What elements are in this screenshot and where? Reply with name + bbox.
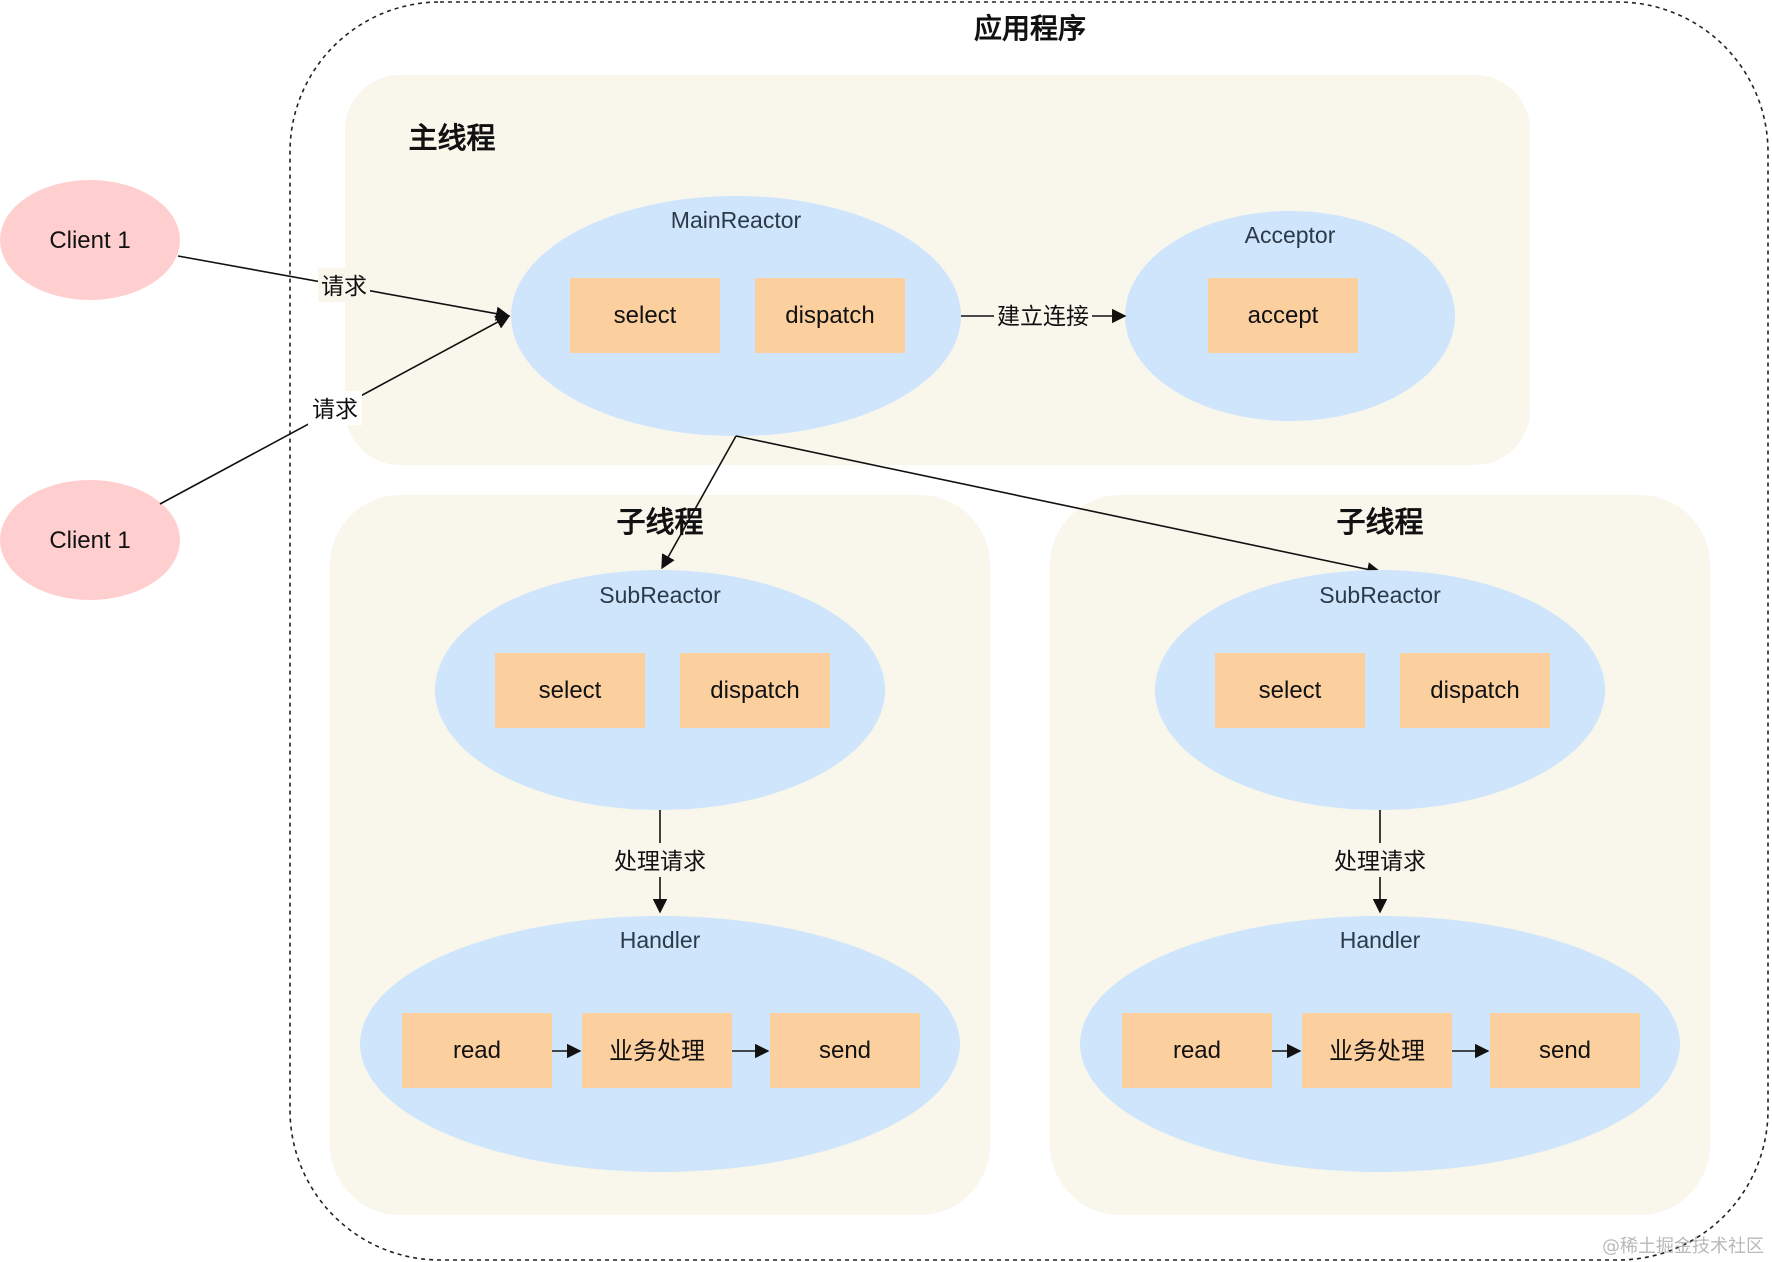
client-label-1: Client 1 xyxy=(49,227,130,254)
handler-1-read-label: read xyxy=(453,1037,501,1064)
acceptor-accept-box xyxy=(1208,278,1358,353)
handler-1-business-label: 业务处理 xyxy=(609,1037,705,1065)
sub-reactor-title-1: SubReactor xyxy=(599,582,721,608)
sub-reactor-2-dispatch-label: dispatch xyxy=(1430,677,1519,704)
client-label-2: Client 1 xyxy=(49,527,130,554)
sub-reactor-2-dispatch-box xyxy=(1400,653,1550,728)
dispatch-to-subreactor-2 xyxy=(735,435,1382,577)
handler-title-2: Handler xyxy=(1340,927,1421,953)
acceptor-accept-label: accept xyxy=(1248,302,1319,329)
watermark: @稀土掘金技术社区 xyxy=(1602,1236,1764,1257)
sub-reactor-1-select-label: select xyxy=(539,677,602,704)
handler-2-read-label: read xyxy=(1173,1037,1221,1064)
acceptor-title: Acceptor xyxy=(1245,222,1336,248)
main-reactor-dispatch-label: dispatch xyxy=(785,302,874,329)
client-1-request-label-bg xyxy=(318,268,370,302)
client-2-request-label: 请求 xyxy=(312,397,358,423)
sub-reactor-1-select-box xyxy=(495,653,645,728)
process-label-1: 处理请求 xyxy=(614,849,706,875)
handler-2-send-box xyxy=(1490,1013,1640,1088)
client-1-request-label: 请求 xyxy=(321,274,367,300)
main-reactor-ellipse xyxy=(511,196,961,436)
connect-label: 建立连接 xyxy=(997,304,1089,330)
process-label-2: 处理请求 xyxy=(1334,849,1426,875)
main-thread-title: 主线程 xyxy=(408,121,495,155)
handler-1-send-label: send xyxy=(819,1037,871,1064)
main-reactor-title: MainReactor xyxy=(671,207,802,233)
handler-1-send-box xyxy=(770,1013,920,1088)
process-label-bg-1 xyxy=(610,843,710,877)
main-reactor-select-box xyxy=(570,278,720,353)
handler-title-1: Handler xyxy=(620,927,701,953)
sub-thread-title-2: 子线程 xyxy=(1336,505,1423,539)
main-reactor-dispatch-box xyxy=(755,278,905,353)
main-reactor-select-label: select xyxy=(614,302,677,329)
application-title: 应用程序 xyxy=(974,12,1086,45)
sub-reactor-ellipse-2 xyxy=(1155,570,1605,810)
sub-thread-title-1: 子线程 xyxy=(616,505,703,539)
sub-reactor-title-2: SubReactor xyxy=(1319,582,1441,608)
handler-2-read-box xyxy=(1122,1013,1272,1088)
process-label-bg-2 xyxy=(1330,843,1430,877)
sub-reactor-2-select-box xyxy=(1215,653,1365,728)
sub-reactor-2-select-label: select xyxy=(1259,677,1322,704)
client-2-request-label-bg xyxy=(308,391,362,425)
sub-reactor-ellipse-1 xyxy=(435,570,885,810)
handler-2-business-box xyxy=(1302,1013,1452,1088)
connect-label-bg xyxy=(994,298,1092,332)
handler-1-business-box xyxy=(582,1013,732,1088)
client-node-1 xyxy=(0,180,180,300)
sub-reactor-1-dispatch-box xyxy=(680,653,830,728)
dispatch-to-subreactor-1 xyxy=(661,435,737,570)
handler-2-send-label: send xyxy=(1539,1037,1591,1064)
client-node-2 xyxy=(0,480,180,600)
application-boundary xyxy=(289,1,1769,1261)
handler-2-business-label: 业务处理 xyxy=(1329,1037,1425,1065)
sub-reactor-1-dispatch-label: dispatch xyxy=(710,677,799,704)
handler-1-read-box xyxy=(402,1013,552,1088)
